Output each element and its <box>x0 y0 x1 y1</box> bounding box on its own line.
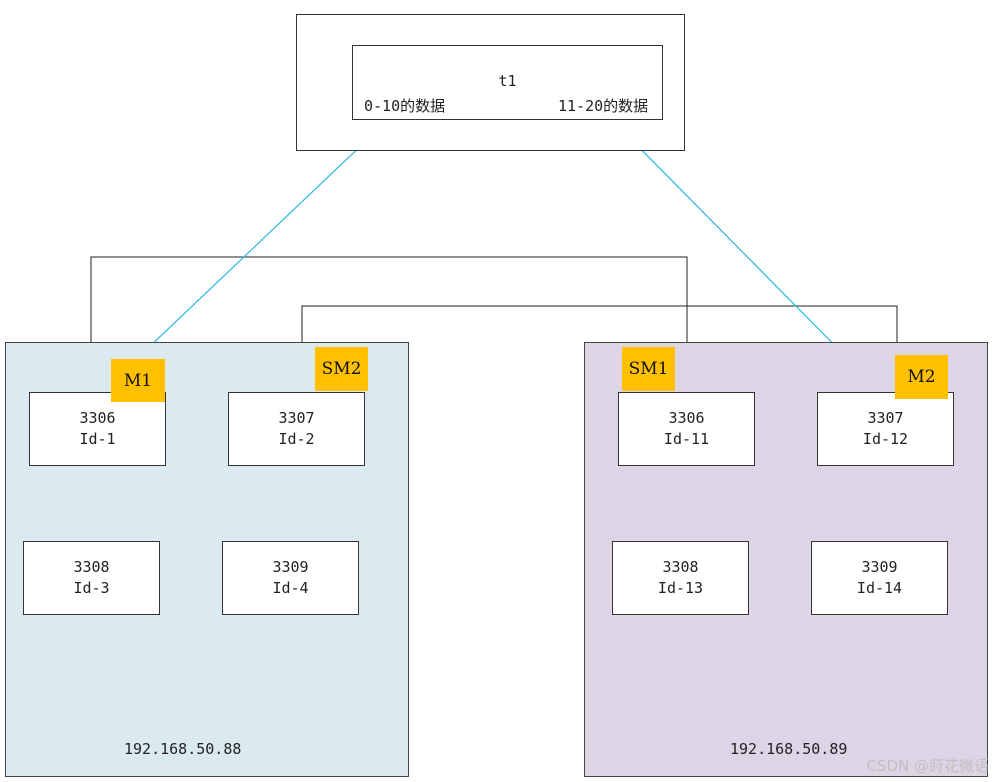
node-id: Id-4 <box>272 579 309 597</box>
node-id: Id-1 <box>79 430 116 448</box>
node-left-3308: 3308 Id-3 <box>23 541 160 615</box>
node-right-3308: 3308 Id-13 <box>612 541 749 615</box>
node-port: 3308 <box>662 558 699 576</box>
node-port: 3306 <box>79 409 116 427</box>
role-tag-sm1: SM1 <box>622 347 675 391</box>
node-id: Id-3 <box>73 579 110 597</box>
node-left-3309: 3309 Id-4 <box>222 541 359 615</box>
node-port: 3309 <box>272 558 309 576</box>
shard-arrow-right <box>611 119 870 381</box>
table-right-range: 11-20的数据 <box>558 97 649 115</box>
node-right-3307: 3307 Id-12 <box>817 392 954 466</box>
node-left-3307: 3307 Id-2 <box>228 392 365 466</box>
table-name: t1 <box>498 72 517 90</box>
node-port: 3306 <box>668 409 705 427</box>
node-right-3306: 3306 Id-11 <box>618 392 755 466</box>
role-tag-m1: M1 <box>111 359 165 402</box>
node-port: 3307 <box>867 409 904 427</box>
watermark: CSDN @莳花微语 <box>866 757 989 775</box>
node-id: Id-12 <box>862 430 909 448</box>
node-id: Id-11 <box>663 430 710 448</box>
node-id: Id-2 <box>278 430 315 448</box>
node-port: 3308 <box>73 558 110 576</box>
node-id: Id-13 <box>657 579 704 597</box>
server-ip-left: 192.168.50.88 <box>124 740 242 758</box>
role-tag-sm2: SM2 <box>315 347 368 391</box>
node-right-3309: 3309 Id-14 <box>811 541 948 615</box>
node-id: Id-14 <box>856 579 903 597</box>
table-inner-box <box>352 45 663 120</box>
role-tag-m2: M2 <box>895 355 948 399</box>
node-port: 3309 <box>861 558 898 576</box>
node-left-3306: 3306 Id-1 <box>29 392 166 466</box>
server-ip-right: 192.168.50.89 <box>730 740 848 758</box>
replication-line-m1-sm1 <box>91 256 687 392</box>
table-left-range: 0-10的数据 <box>364 97 446 115</box>
node-port: 3307 <box>278 409 315 427</box>
